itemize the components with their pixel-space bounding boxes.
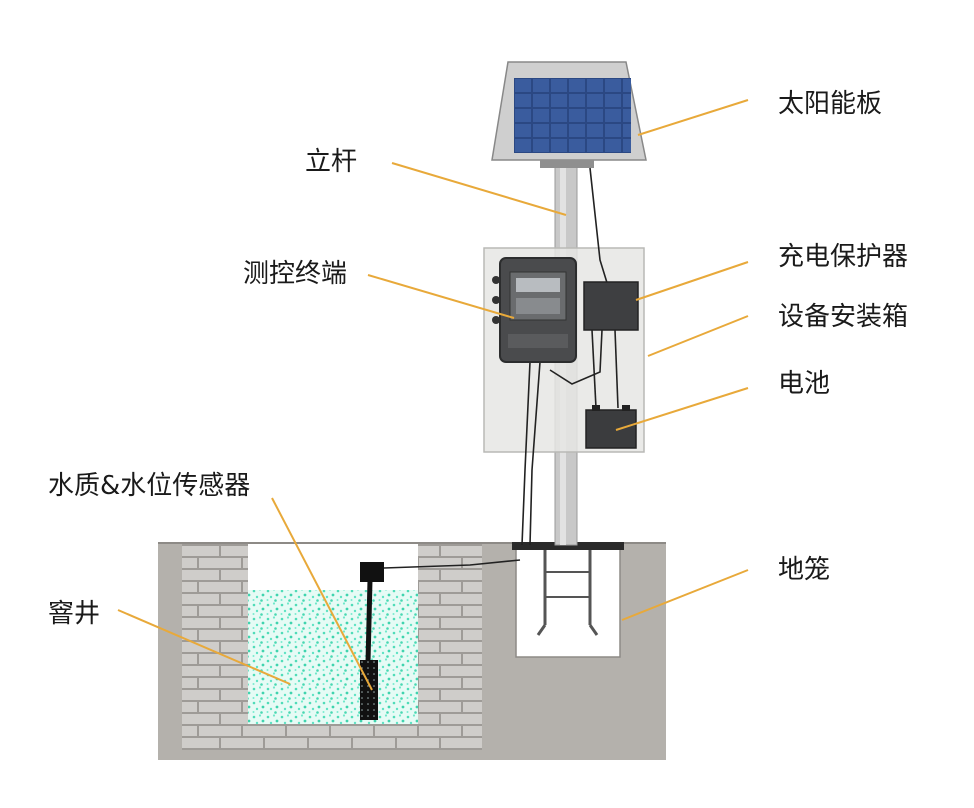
leader-charge-protector — [635, 261, 749, 301]
leader-battery — [615, 387, 749, 431]
terminal-gland-3 — [492, 316, 500, 324]
label-ground-cage: 地笼 — [778, 555, 830, 585]
leader-pole — [391, 162, 567, 216]
charge-protector — [583, 281, 639, 331]
terminal-gland-2 — [492, 296, 500, 304]
cable-terminal-down-2 — [529, 361, 541, 546]
sensor-mount-box — [360, 562, 384, 582]
leader-equipment-box — [647, 315, 749, 357]
cable-solar — [589, 167, 609, 287]
battery-body — [585, 409, 637, 449]
leader-solar-panel — [637, 99, 749, 136]
ground-cage-flange — [512, 542, 624, 550]
cable-protector-battery-1 — [591, 329, 597, 409]
label-charge-protector: 充电保护器 — [778, 242, 908, 272]
label-solar-panel: 太阳能板 — [778, 89, 882, 119]
ground-cage-pit — [515, 544, 621, 658]
solar-panel-cells — [514, 78, 631, 153]
ground-cage — [512, 542, 624, 658]
leader-terminal — [367, 274, 515, 319]
leader-lines — [117, 99, 749, 691]
label-well: 窨井 — [48, 599, 100, 629]
terminal-gland-1 — [492, 276, 500, 284]
well — [182, 544, 482, 750]
sensor-probe — [360, 660, 378, 720]
cable-protector-terminal — [549, 329, 603, 385]
terminal-display — [516, 278, 560, 292]
cable-protector-battery-2 — [614, 329, 619, 409]
cable-terminal-down-1 — [521, 361, 531, 546]
cables — [365, 167, 619, 663]
label-sensor: 水质&水位传感器 — [48, 471, 250, 501]
well-water — [248, 590, 418, 724]
label-battery: 电池 — [778, 369, 830, 399]
label-terminal: 测控终端 — [243, 259, 347, 289]
solar-panel-mount — [540, 160, 594, 168]
label-equipment-box: 设备安装箱 — [778, 302, 908, 332]
cable-to-sensor — [383, 559, 521, 569]
battery — [585, 405, 637, 449]
battery-terminal-negative — [592, 405, 600, 411]
leader-well — [117, 609, 291, 685]
ground-cage-foot-left — [536, 624, 547, 636]
terminal — [492, 257, 577, 363]
terminal-nameplate — [508, 334, 568, 348]
leader-sensor — [271, 497, 373, 691]
labels: 太阳能板 立杆 测控终端 充电保护器 设备安装箱 电池 水质&水位传感器 窨井 … — [48, 89, 908, 629]
terminal-keypad — [516, 298, 560, 314]
sensor-cable — [365, 579, 373, 663]
leader-ground-cage — [621, 569, 749, 621]
ground-cage-foot-right — [588, 624, 599, 636]
solar-panel — [491, 61, 647, 168]
label-pole: 立杆 — [305, 147, 357, 177]
battery-terminal-positive — [622, 405, 630, 411]
